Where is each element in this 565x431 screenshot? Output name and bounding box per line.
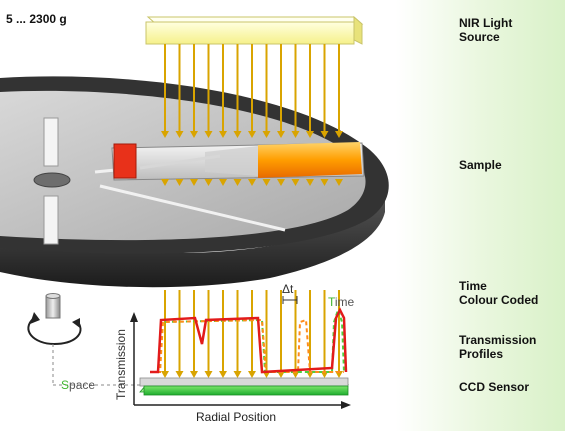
profile-graph-axes xyxy=(130,312,351,409)
time-colour-label-line-2: Colour Coded xyxy=(459,293,539,307)
sample-needle xyxy=(139,154,221,170)
y-axis-label: Transmission xyxy=(114,329,128,400)
light-beam-mid xyxy=(233,179,242,186)
disk-rim xyxy=(0,195,385,288)
light-beam-lower xyxy=(204,290,213,378)
light-beam-mid xyxy=(219,179,227,186)
sample-neck xyxy=(205,146,258,176)
light-beam-upper xyxy=(291,44,300,138)
time-label-rest: ime xyxy=(335,295,355,309)
y-axis-arrow-icon xyxy=(130,312,138,322)
light-beam-mid xyxy=(161,179,169,186)
light-beam-mid xyxy=(320,179,329,186)
transmission-profiles xyxy=(150,296,348,374)
light-beam-lower xyxy=(233,290,242,378)
light-beam-lower xyxy=(291,290,300,378)
light-beam-upper xyxy=(161,44,169,138)
light-beam-lower xyxy=(161,290,169,378)
time-colour-label: Time Colour Coded xyxy=(459,279,538,307)
light-beam-mid xyxy=(248,179,256,186)
light-beam-mid xyxy=(291,179,300,186)
disk-hub xyxy=(33,172,71,188)
light-source-label: NIR Light Source xyxy=(459,16,512,44)
profile-red xyxy=(150,307,348,374)
disk-slot-lower xyxy=(43,195,59,245)
sample-fill xyxy=(258,142,362,178)
light-beam-upper xyxy=(277,44,285,138)
light-beam-mid xyxy=(306,179,314,186)
light-beam-lower xyxy=(277,290,285,378)
rotation-shaft xyxy=(27,293,150,386)
time-colour-label-line-1: Time xyxy=(459,279,487,293)
time-label: Time xyxy=(328,295,355,309)
light-beam-upper xyxy=(175,44,184,138)
nir-light-source xyxy=(145,15,364,45)
light-beam-mid xyxy=(175,179,184,186)
light-beam-upper xyxy=(190,44,198,138)
light-beam-upper xyxy=(335,44,343,138)
profiles-label-line-2: Profiles xyxy=(459,347,504,361)
speed-range-label: 5 ... 2300 g xyxy=(6,12,67,26)
rotation-arrow-icon xyxy=(27,317,82,346)
light-beam-mid xyxy=(262,179,271,186)
space-label-first-letter: S xyxy=(61,378,69,392)
space-label-rest: pace xyxy=(69,378,95,392)
profiles-label-line-1: Transmission xyxy=(459,333,537,347)
sample-label: Sample xyxy=(459,158,502,172)
light-beam-upper xyxy=(248,44,256,138)
light-beam-upper xyxy=(262,44,271,138)
light-source-label-line-1: NIR Light xyxy=(459,16,513,30)
profiles-label: Transmission Profiles xyxy=(459,333,536,361)
light-beam-mid xyxy=(277,179,285,186)
sample-cap xyxy=(113,143,137,179)
light-beams-upper xyxy=(161,44,343,138)
ccd-sensor-label: CCD Sensor xyxy=(459,380,530,394)
light-source-label-line-2: Source xyxy=(459,30,500,44)
light-beam-mid xyxy=(190,179,198,186)
disk-slot-upper xyxy=(43,117,59,167)
x-axis-arrow-icon xyxy=(341,401,351,409)
light-beam-upper xyxy=(306,44,314,138)
light-beam-upper xyxy=(233,44,242,138)
ccd-sensor xyxy=(139,377,350,396)
light-beam-lower xyxy=(175,290,184,378)
time-label-first-letter: T xyxy=(328,295,336,309)
delta-t-label: Δt xyxy=(282,282,294,296)
disk-groove-2 xyxy=(99,184,286,232)
space-label: Space xyxy=(61,378,95,392)
sample-tube xyxy=(111,142,365,181)
light-beam-upper xyxy=(219,44,227,138)
light-beam-lower xyxy=(190,290,198,378)
light-beam-mid xyxy=(335,179,343,186)
light-beam-lower xyxy=(248,290,256,378)
light-beam-upper xyxy=(204,44,213,138)
light-beam-mid xyxy=(204,179,213,186)
light-beam-upper xyxy=(320,44,329,138)
x-axis-label: Radial Position xyxy=(196,410,277,424)
light-beam-lower xyxy=(219,290,227,378)
